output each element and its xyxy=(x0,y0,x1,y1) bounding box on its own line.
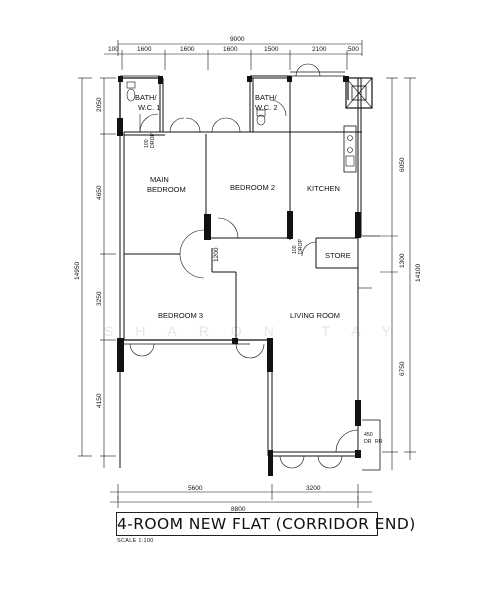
drop-3-value: 450 xyxy=(364,432,373,438)
dim-top-seg: 1500 xyxy=(264,46,279,53)
dim-left-seg: 2050 xyxy=(96,97,103,112)
dim-top-seg: 100 xyxy=(108,46,119,53)
room-main-bedroom-line2: BEDROOM xyxy=(147,185,186,194)
dim-top-seg: 500 xyxy=(348,46,359,53)
watermark: SHARON TAY xyxy=(104,323,413,339)
dim-right-seg: 1300 xyxy=(399,253,406,268)
room-kitchen: KITCHEN xyxy=(307,184,340,193)
dim-top-overall: 9000 xyxy=(230,36,245,43)
room-bath-2-line1: BATH/ xyxy=(255,93,277,102)
room-bedroom-3: BEDROOM 3 xyxy=(158,311,203,320)
drop-3-label: DR xyxy=(364,439,372,445)
dim-bottom-seg: 5600 xyxy=(188,485,203,492)
dim-top-seg: 1600 xyxy=(180,46,195,53)
dim-right-seg: 6050 xyxy=(399,157,406,172)
scale-label: SCALE 1:100 xyxy=(117,538,154,544)
dim-left-seg: 4650 xyxy=(96,185,103,200)
room-main-bedroom-line1: MAIN xyxy=(150,175,169,184)
dim-inner: 1200 xyxy=(213,247,220,262)
rr-label: RR xyxy=(375,439,383,445)
drop-1-value: 100 xyxy=(144,139,150,148)
dim-top-seg: 2100 xyxy=(312,46,327,53)
drop-2-label: DROP xyxy=(298,238,304,254)
dim-right-overall: 14100 xyxy=(415,264,422,282)
dim-bottom-seg: 3200 xyxy=(306,485,321,492)
dim-left-seg: 3250 xyxy=(96,291,103,306)
dim-top-seg: 1600 xyxy=(137,46,152,53)
dim-left-seg: 4150 xyxy=(96,393,103,408)
drop-2-value: 100 xyxy=(292,245,298,254)
plan-title: 4-ROOM NEW FLAT (CORRIDOR END) xyxy=(116,512,415,536)
room-bedroom-2: BEDROOM 2 xyxy=(230,183,275,192)
dim-top-seg: 1600 xyxy=(223,46,238,53)
room-store: STORE xyxy=(325,251,351,260)
room-bath-1-line2: W.C. 1 xyxy=(138,103,161,112)
dim-bottom-overall: 8800 xyxy=(231,506,246,513)
dim-left-overall: 14950 xyxy=(74,262,81,280)
room-living: LIVING ROOM xyxy=(290,311,340,320)
room-bath-2-line2: W.C. 2 xyxy=(255,103,278,112)
drop-1-label: DROP xyxy=(150,132,156,148)
room-bath-1-line1: BATH/ xyxy=(135,93,157,102)
dim-right-seg: 6750 xyxy=(399,361,406,376)
